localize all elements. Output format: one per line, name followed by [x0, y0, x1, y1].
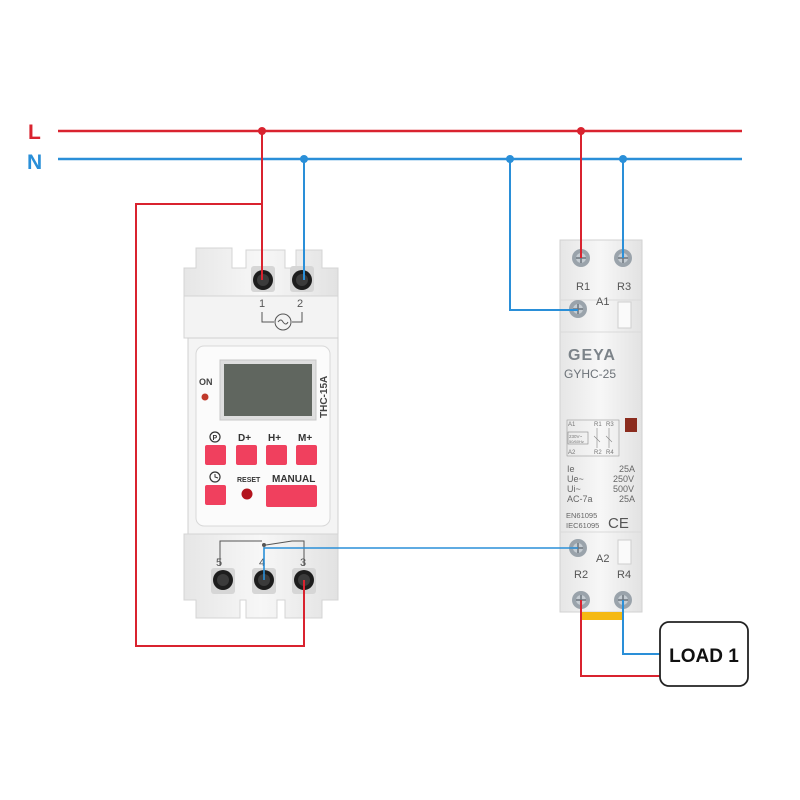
day-plus-label: D+ [238, 433, 251, 444]
spec-key-0: Ie [567, 464, 575, 474]
load-label: LOAD 1 [669, 646, 739, 667]
hour-plus-button[interactable] [266, 445, 287, 465]
hour-plus-label: H+ [268, 433, 281, 444]
schematic-label-a2: A2 [568, 450, 576, 456]
terminal-label-r2: R2 [574, 569, 588, 581]
spec-key-3: AC-7a [567, 494, 593, 504]
program-button[interactable] [205, 445, 226, 465]
spec-key-1: Ue~ [567, 474, 584, 484]
timer-terminal-5 [211, 568, 235, 594]
timer-coil-icon [274, 313, 292, 331]
on-indicator-label: ON [199, 377, 213, 387]
wire-r2-load [580, 600, 660, 677]
schematic-label-r2: R2 [594, 450, 602, 456]
timer-terminal-label-3: 3 [300, 557, 306, 569]
wire-r4-load [622, 600, 660, 655]
contactor-schematic: A1 A2 R1 R3 R2 R4 230V~ 50/60Hz [566, 419, 620, 457]
contactor-model: GYHC-25 [564, 367, 616, 381]
timer-switch: 1 2 ON THC-15A P D+ H+ M+ RESET MANUAL [183, 247, 339, 619]
spec-value-0: 25A [619, 464, 635, 474]
contactor-top-tab [617, 301, 632, 329]
load-box: LOAD 1 [659, 621, 749, 687]
timer-terminal-label-5: 5 [216, 557, 222, 569]
wires [135, 127, 660, 677]
contactor-bottom-tab [617, 539, 632, 565]
terminal-label-r3: R3 [617, 281, 631, 293]
junction-live-contactor [577, 127, 585, 135]
spec-value-2: 500V [613, 484, 634, 494]
contactor-status-indicator [625, 418, 637, 432]
schematic-label-a1: A1 [568, 422, 576, 428]
spec-value-1: 250V [613, 474, 634, 484]
minute-plus-label: M+ [298, 433, 312, 444]
standard-1: IEC61095 [566, 521, 599, 530]
terminal-label-a2: A2 [596, 553, 609, 565]
timer-terminal-strip [183, 295, 339, 339]
live-line-label: L [28, 121, 41, 144]
standard-0: EN61095 [566, 511, 597, 520]
ce-mark: CE [608, 515, 629, 532]
schematic-label-r4: R4 [606, 450, 614, 456]
ac-wave-icon [277, 319, 289, 325]
junction-neutral-timer [300, 155, 308, 163]
timer-model: THC-15A [319, 376, 330, 418]
junction-neutral-r3 [619, 155, 627, 163]
manual-label: MANUAL [272, 474, 315, 485]
schematic-label-r1: R1 [594, 422, 602, 428]
clock-icon [209, 471, 221, 483]
junction-neutral-a1 [506, 155, 514, 163]
on-led-icon [201, 393, 209, 401]
brand-logo: GEYA [568, 347, 616, 364]
timer-coil-leads [261, 312, 303, 323]
reset-button[interactable] [241, 488, 253, 500]
program-icon [209, 431, 221, 443]
wire-live-timer-3 [135, 203, 305, 647]
day-plus-button[interactable] [236, 445, 257, 465]
supply-lines: L N [27, 121, 742, 174]
contactor-specs: Ie 25A Ue~ 250V Ui~ 500V AC-7a 25A [567, 464, 635, 504]
minute-plus-button[interactable] [296, 445, 317, 465]
wire-timer4-a2 [263, 547, 578, 580]
schematic-label-r3: R3 [606, 422, 614, 428]
wire-neutral-a1 [509, 159, 578, 311]
timer-terminal-label-4: 4 [259, 557, 265, 569]
schematic-frequency: 50/60Hz [569, 439, 584, 444]
timer-terminal-label-2: 2 [297, 298, 303, 310]
schematic-voltage: 230V~ [569, 434, 583, 439]
terminal-label-r4: R4 [617, 569, 631, 581]
clock-button[interactable] [205, 485, 226, 505]
lcd-screen [224, 364, 312, 416]
timer-relay-contact [219, 540, 305, 566]
reset-label: RESET [237, 477, 261, 484]
terminal-label-a1: A1 [596, 296, 609, 308]
contactor: R1 R3 A1 GEYA GYHC-25 A1 A2 R1 R3 R2 R4 … [559, 239, 643, 620]
terminal-label-r1: R1 [576, 281, 590, 293]
spec-key-2: Ui~ [567, 484, 581, 494]
contact-pivot-icon [262, 543, 266, 547]
junction-live-timer [258, 127, 266, 135]
timer-terminal-2 [290, 266, 314, 292]
manual-button[interactable] [266, 485, 317, 507]
din-rail-clip [582, 612, 622, 620]
neutral-line-label: N [27, 151, 42, 174]
load-box-frame [659, 621, 749, 687]
program-label: P [213, 435, 218, 442]
spec-value-3: 25A [619, 494, 635, 504]
timer-terminal-label-1: 1 [259, 298, 265, 310]
